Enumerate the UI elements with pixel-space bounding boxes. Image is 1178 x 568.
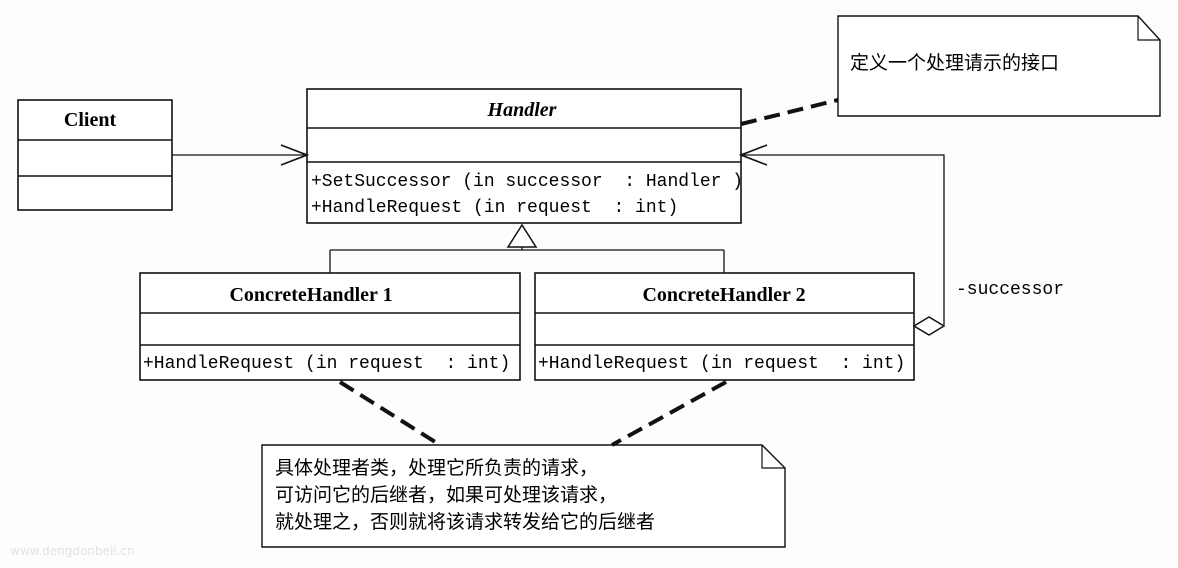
successor-role-label: -successor: [956, 280, 1064, 300]
handler-class-name: Handler: [487, 99, 557, 121]
concrete-handler-1-name: ConcreteHandler 1: [229, 284, 392, 306]
concrete-handler-2-name: ConcreteHandler 2: [642, 284, 805, 306]
handler-note: 定义一个处理请示的接口: [837, 15, 1161, 117]
concrete-note-line-1: 具体处理者类，处理它所负责的请求，: [275, 457, 598, 479]
generalization-connector: [329, 247, 725, 273]
handler-note-text: 定义一个处理请示的接口: [850, 52, 1059, 74]
concrete-handler-2-class[interactable]: ConcreteHandler 2 +HandleRequest (in req…: [534, 272, 915, 381]
handler-class[interactable]: Handler +SetSuccessor (in successor : Ha…: [306, 88, 743, 224]
concrete-handler-1-method: +HandleRequest (in request : int): [143, 354, 510, 374]
aggregation-diamond: [912, 316, 946, 336]
client-class-name: Client: [64, 109, 117, 131]
concrete-note-link-2: [611, 380, 727, 447]
concrete-note-line-3: 就处理之，否则就将该请求转发给它的后继者: [275, 511, 655, 533]
concrete-note: 具体处理者类，处理它所负责的请求， 可访问它的后继者，如果可处理该请求， 就处理…: [261, 444, 786, 548]
concrete-note-line-2: 可访问它的后继者，如果可处理该请求，: [275, 484, 617, 506]
concrete-handler-1-class[interactable]: ConcreteHandler 1 +HandleRequest (in req…: [139, 272, 521, 381]
concrete-handler-2-method: +HandleRequest (in request : int): [538, 354, 905, 374]
generalization-triangle: [506, 223, 538, 248]
handler-note-link: [740, 98, 839, 126]
handler-method-handle-request: +HandleRequest (in request : int): [311, 198, 678, 218]
client-class[interactable]: Client: [17, 99, 173, 211]
handler-method-set-successor: +SetSuccessor (in successor : Handler ): [311, 172, 743, 192]
watermark-text: www.dengdonbeli.cn: [10, 544, 135, 558]
concrete-note-link-1: [338, 380, 442, 447]
successor-aggregation: [741, 155, 946, 336]
